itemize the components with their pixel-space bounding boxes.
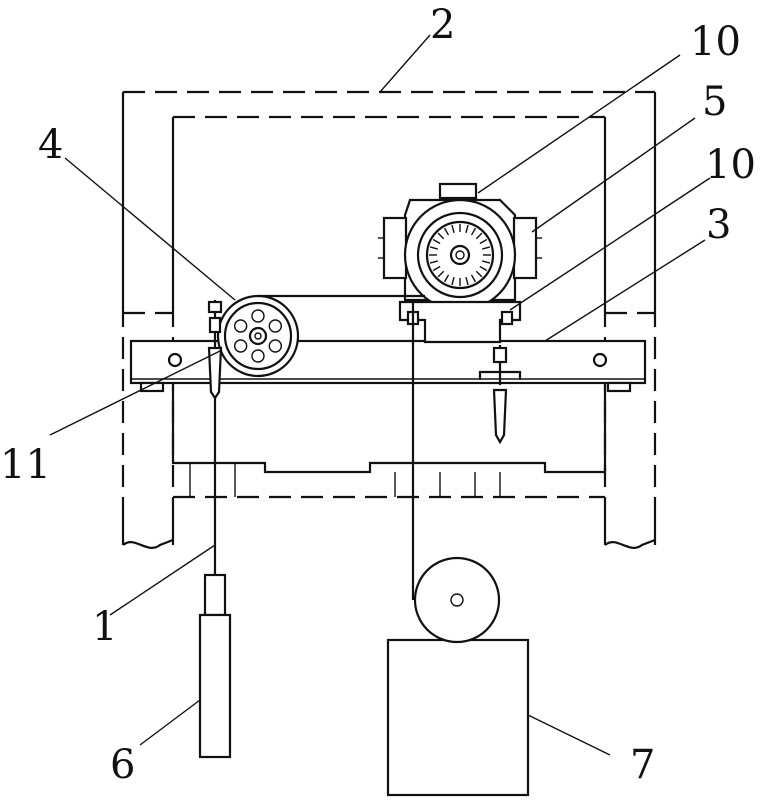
callout-11: 11 — [0, 442, 51, 488]
rope-hitch-right — [478, 345, 522, 445]
callout-4: 4 — [38, 122, 63, 168]
traction-machine — [378, 182, 542, 344]
callout-5: 5 — [702, 79, 727, 125]
callout-7: 7 — [630, 742, 655, 788]
counterweight — [198, 573, 232, 759]
pulley-load — [386, 556, 530, 797]
inner-frame — [123, 115, 655, 545]
outer-frame — [121, 90, 657, 549]
guide-sheave — [216, 294, 300, 378]
callout-9: 10 — [690, 19, 741, 65]
leader-lines — [49, 34, 711, 756]
callouts: 2 10 5 10 3 4 11 1 6 7 — [0, 2, 756, 788]
callout-6: 6 — [110, 742, 135, 788]
callout-1: 1 — [92, 604, 117, 650]
rope-hitch-left — [207, 300, 223, 400]
callout-2: 2 — [430, 2, 455, 48]
car-body — [171, 385, 607, 499]
callout-10: 10 — [705, 142, 756, 188]
callout-3: 3 — [706, 202, 731, 248]
